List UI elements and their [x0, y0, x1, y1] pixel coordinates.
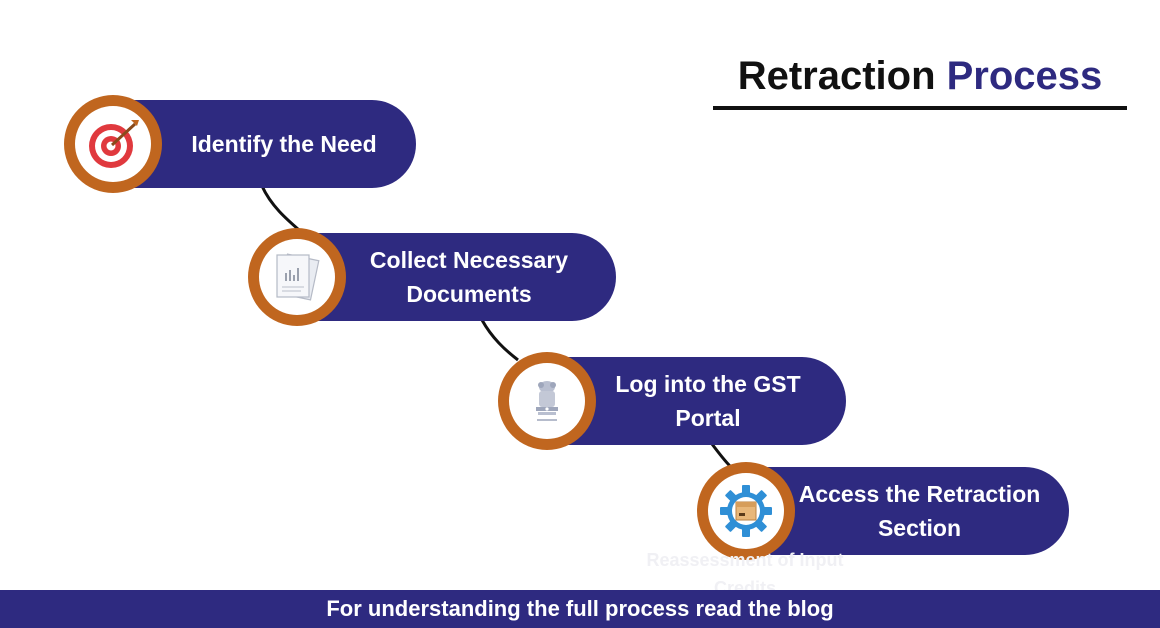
step-3-label-line2: Portal: [675, 405, 741, 431]
documents-icon: [276, 253, 320, 301]
title-accent: Process: [946, 54, 1103, 98]
step-3-badge: [498, 352, 596, 450]
step-4-pill: Access the Retraction Section: [760, 467, 1069, 555]
step-2-label-line2: Documents: [406, 281, 532, 307]
step-3-pill: Log into the GST Portal: [562, 357, 846, 445]
step-2-label-line1: Collect Necessary: [369, 247, 569, 273]
step-1-badge: [64, 95, 162, 193]
footer-banner[interactable]: For understanding the full process read …: [0, 590, 1160, 628]
gear-box-icon: [720, 485, 772, 537]
step-1-pill: Identify the Need: [118, 100, 416, 188]
step-4-label-line1: Access the Retraction: [798, 481, 1041, 507]
step-3-label-line1: Log into the GST: [615, 371, 801, 397]
title-main: Retraction: [737, 54, 936, 98]
step-4-badge: [697, 462, 795, 560]
connector-3-4: [710, 443, 732, 468]
connector-2-3: [480, 319, 519, 362]
faint-caption-line1: Reassessment of Input: [646, 550, 844, 570]
step-1-label: Identify the Need: [191, 131, 377, 157]
page-title: Retraction Process: [714, 54, 1126, 99]
title-underline: [713, 106, 1127, 110]
step-4-label-line2: Section: [877, 515, 962, 541]
emblem-icon: [536, 381, 558, 421]
step-2-badge: [248, 228, 346, 326]
step-2-pill: Collect Necessary Documents: [312, 233, 616, 321]
target-icon: [89, 120, 139, 168]
footer-text[interactable]: For understanding the full process read …: [326, 596, 834, 621]
